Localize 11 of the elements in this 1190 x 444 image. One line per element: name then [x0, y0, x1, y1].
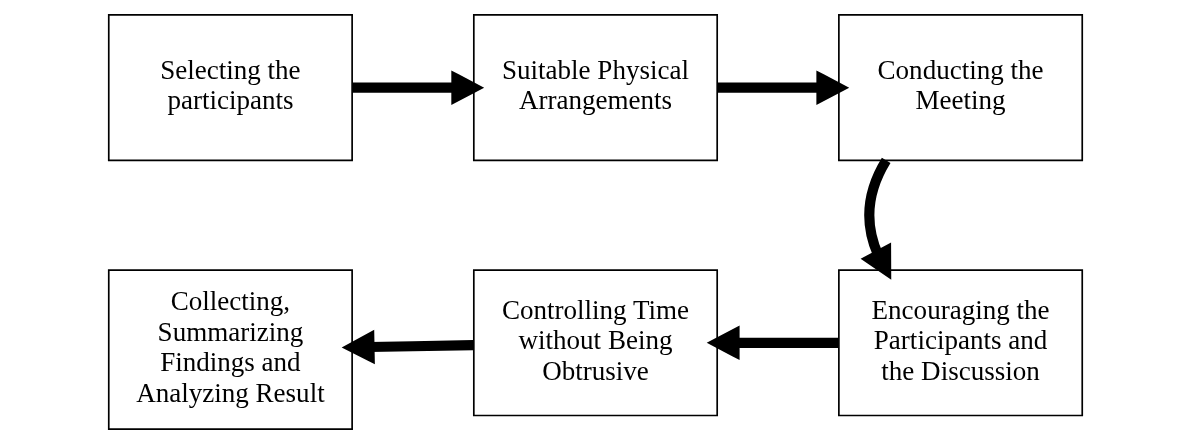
node-box: Controlling Time without Being Obtrusive [472, 269, 718, 417]
arrow [341, 329, 473, 365]
node-box: Conducting the Meeting [837, 14, 1083, 162]
arrow [717, 70, 849, 105]
node-box: Collecting, Summarizing Findings and Analyzing Result [107, 269, 353, 430]
node-box: Selecting the participants [107, 14, 353, 162]
arrow [706, 325, 838, 361]
node-box: Encouraging the Participants and the Discussion [837, 269, 1083, 417]
arrow [860, 157, 891, 280]
arrow [352, 70, 484, 105]
node-box: Suitable Physical Arrangements [472, 14, 718, 162]
